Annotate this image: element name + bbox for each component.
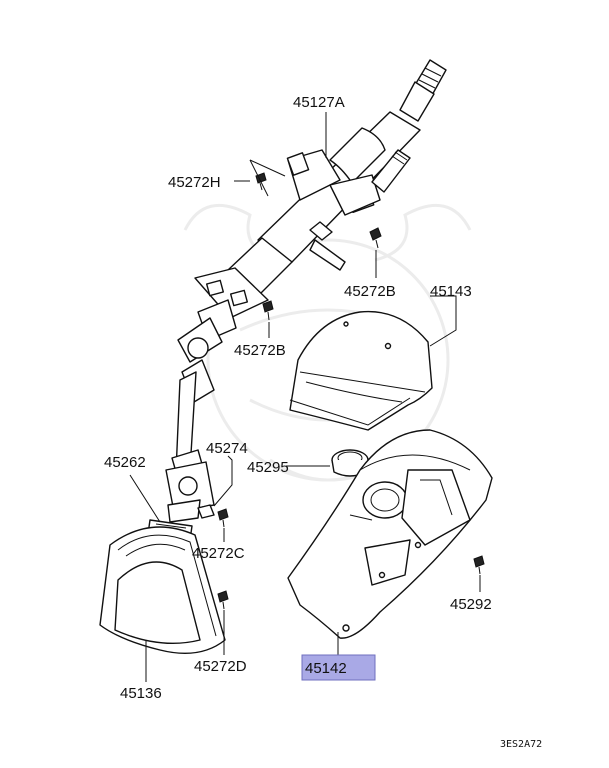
column-cover-lower	[287, 429, 493, 639]
intermediate-shaft	[165, 317, 223, 523]
label-45272b-right: 45272B	[344, 283, 396, 300]
label-45143: 45143	[430, 283, 472, 300]
label-45127a: 45127A	[293, 94, 345, 111]
label-45272d: 45272D	[194, 658, 247, 675]
bolt-45272h-a	[255, 172, 267, 191]
label-45262: 45262	[104, 454, 146, 471]
leader-lines	[129, 112, 481, 682]
bolt-45272d-part	[217, 590, 229, 610]
label-45274: 45274	[206, 440, 248, 457]
drawing-code: 3ES2A72	[500, 739, 542, 750]
label-45142: 45142	[305, 660, 347, 677]
label-45272h: 45272H	[168, 174, 221, 191]
bolt-45272c-part	[217, 508, 229, 528]
label-45272b-left: 45272B	[234, 342, 286, 359]
boot-45136	[99, 526, 226, 655]
nut-45274-part	[197, 504, 215, 519]
label-45136: 45136	[120, 685, 162, 702]
label-45292: 45292	[450, 596, 492, 613]
screw-45292-part	[473, 555, 485, 575]
label-45272c: 45272C	[192, 545, 245, 562]
highlight-box-45142	[301, 654, 376, 681]
column-cover-upper	[289, 310, 433, 431]
bolt-45272b-left-part	[262, 300, 274, 321]
bolt-45272b-right-part	[369, 227, 382, 249]
label-45295: 45295	[247, 459, 289, 476]
